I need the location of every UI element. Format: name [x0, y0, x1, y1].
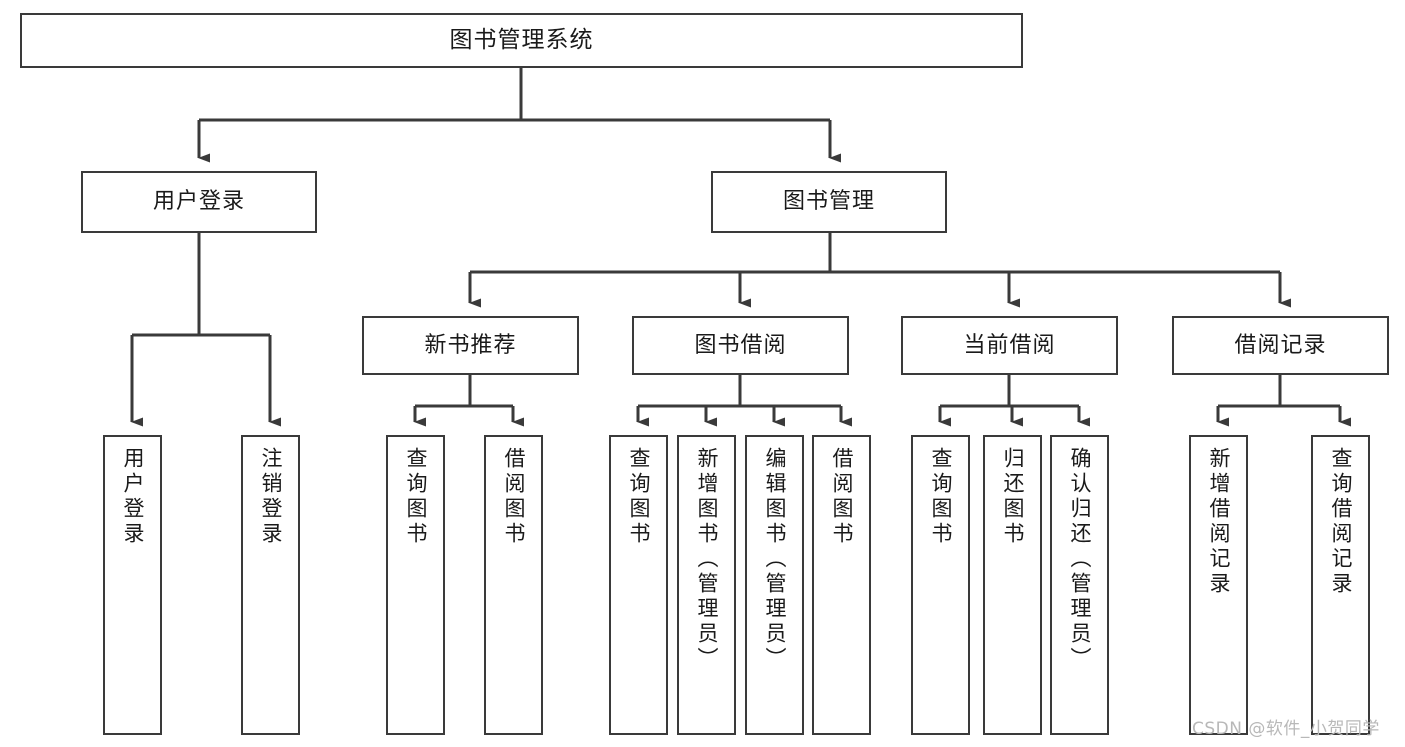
leaf-confirm-return-admin[interactable]: 确认归还（管理员）: [1050, 435, 1109, 735]
node-label: 用户登录: [152, 189, 245, 215]
node-label: 当前借阅: [963, 332, 1056, 358]
node-label: 编辑图书（管理员）: [763, 447, 787, 672]
node-book-borrow[interactable]: 图书借阅: [632, 316, 849, 375]
node-label: 借阅图书: [502, 447, 526, 547]
leaf-add-book-admin[interactable]: 新增图书（管理员）: [677, 435, 736, 735]
csdn-watermark: CSDN @软件_小贺同学: [1192, 719, 1380, 739]
leaf-borrow-book[interactable]: 借阅图书: [812, 435, 871, 735]
node-label: 新增借阅记录: [1207, 447, 1231, 597]
leaf-add-borrow-record[interactable]: 新增借阅记录: [1189, 435, 1248, 735]
leaf-user-login[interactable]: 用户登录: [103, 435, 162, 735]
node-label: 查询图书: [627, 447, 651, 547]
node-label: 借阅图书: [830, 447, 854, 547]
leaf-edit-book-admin[interactable]: 编辑图书（管理员）: [745, 435, 804, 735]
leaf-query-book-borrow[interactable]: 查询图书: [609, 435, 668, 735]
leaf-query-book-current[interactable]: 查询图书: [911, 435, 970, 735]
node-label: 查询借阅记录: [1329, 447, 1353, 597]
node-borrow-record[interactable]: 借阅记录: [1172, 316, 1389, 375]
node-label: 图书借阅: [694, 332, 787, 358]
node-label: 借阅记录: [1234, 332, 1327, 358]
node-label: 新书推荐: [424, 332, 517, 358]
node-new-book-recommend[interactable]: 新书推荐: [362, 316, 579, 375]
node-label: 用户登录: [121, 447, 145, 547]
leaf-query-book-newbook[interactable]: 查询图书: [386, 435, 445, 735]
node-current-borrow[interactable]: 当前借阅: [901, 316, 1118, 375]
node-label: 新增图书（管理员）: [695, 447, 719, 672]
node-book-management[interactable]: 图书管理: [711, 171, 947, 233]
node-label: 图书管理: [782, 189, 875, 215]
leaf-logout[interactable]: 注销登录: [241, 435, 300, 735]
node-label: 注销登录: [259, 447, 283, 547]
node-label: 确认归还（管理员）: [1068, 447, 1092, 672]
node-label: 归还图书: [1001, 447, 1025, 547]
leaf-borrow-book-newbook[interactable]: 借阅图书: [484, 435, 543, 735]
leaf-query-borrow-record[interactable]: 查询借阅记录: [1311, 435, 1370, 735]
leaf-return-book[interactable]: 归还图书: [983, 435, 1042, 735]
node-label: 图书管理系统: [449, 27, 594, 54]
node-label: 查询图书: [404, 447, 428, 547]
node-user-login[interactable]: 用户登录: [81, 171, 317, 233]
node-label: 查询图书: [929, 447, 953, 547]
node-root-system[interactable]: 图书管理系统: [20, 13, 1023, 68]
